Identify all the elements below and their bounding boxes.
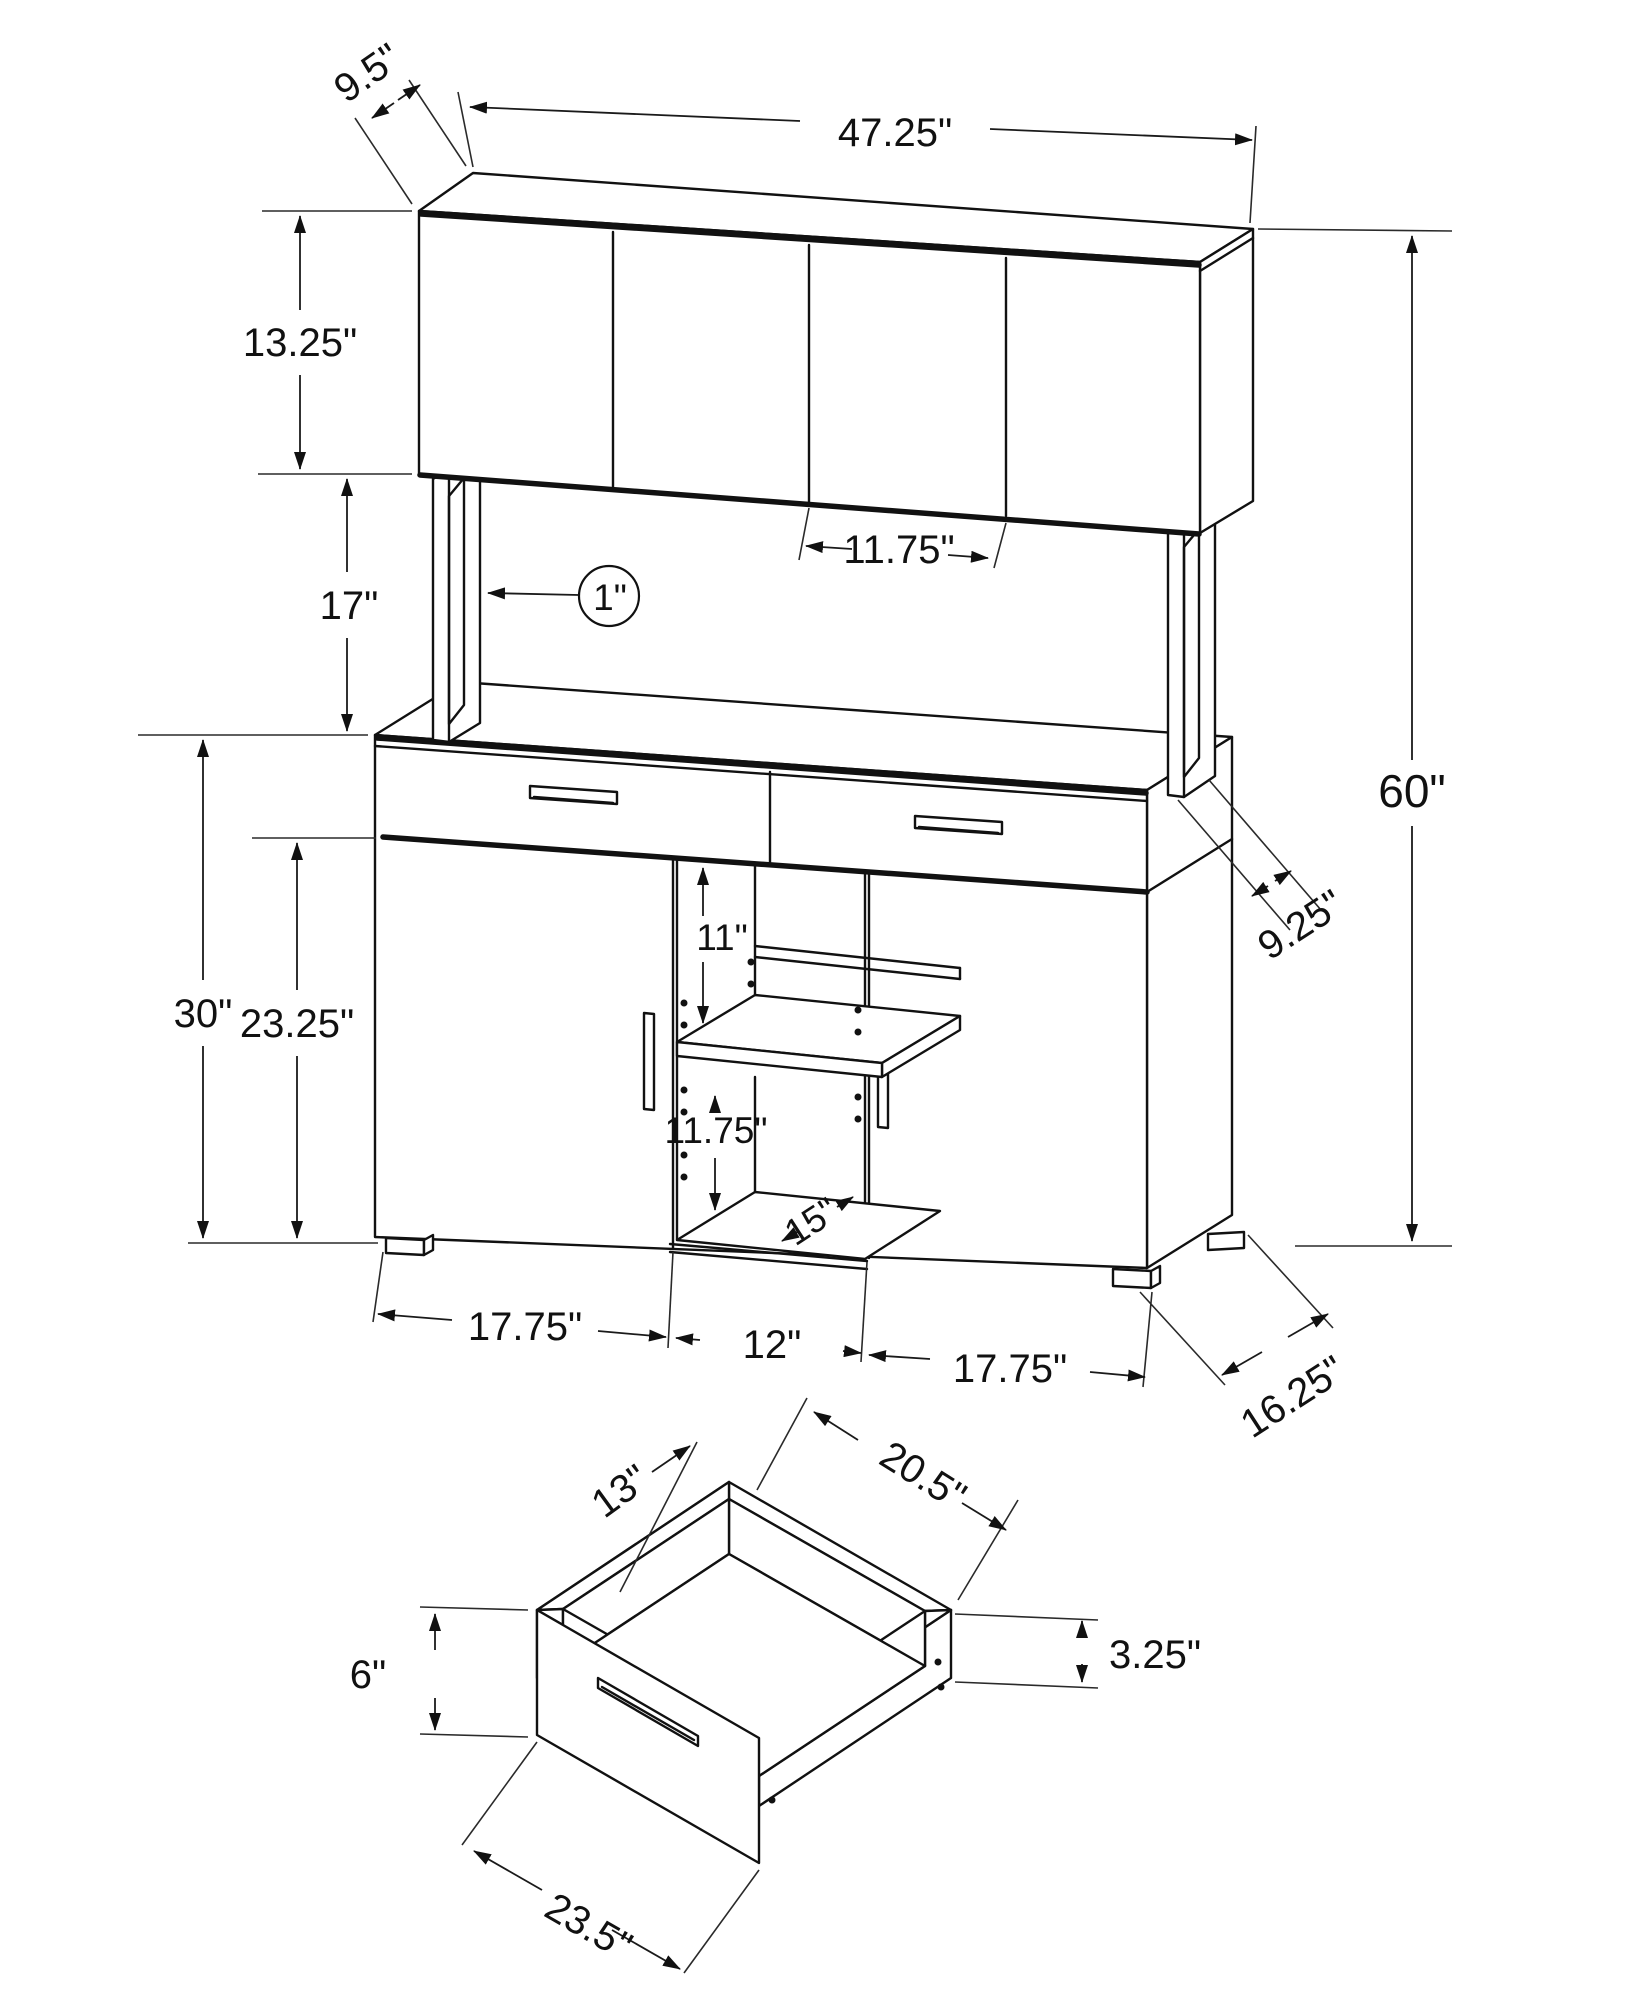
dim-overall-height: 60" — [1257, 228, 1453, 1247]
left-door-handle — [642, 1011, 656, 1112]
dim-left-door-width: 17.75" — [372, 1251, 674, 1349]
dim-door-height: 23.25" — [240, 837, 376, 1239]
label-overall-width: 47.25" — [838, 111, 952, 155]
label-frame-depth: 9.25" — [1250, 882, 1351, 969]
base-cabinet — [373, 680, 1246, 1290]
label-hutch-depth: 9.5" — [326, 35, 408, 111]
label-drawer-front-width: 23.5" — [538, 1885, 640, 1969]
label-base-depth: 16.25" — [1233, 1348, 1353, 1447]
label-hutch-height: 13.25" — [243, 321, 357, 365]
dimension-annotations: 47.25" 9.5" 13.25" 1 — [138, 35, 1453, 1447]
dim-right-door-width: 17.75" — [868, 1291, 1153, 1391]
open-shelf-section — [668, 862, 962, 1271]
hutch-right-side — [1198, 227, 1255, 535]
label-overall-height: 60" — [1378, 765, 1446, 817]
label-drawer-interior-depth: 13" — [584, 1456, 657, 1526]
label-gap-height: 17" — [320, 584, 379, 628]
callout-circle — [577, 564, 641, 628]
dim-drawer-front-height: 6" — [350, 1606, 529, 1738]
label-drawer-front-height: 6" — [350, 1653, 386, 1697]
label-left-door-width: 17.75" — [468, 1305, 582, 1349]
cabinet-feet — [384, 1230, 1246, 1290]
shelf-floor — [675, 1190, 942, 1261]
label-drawer-side-height: 3.25" — [1109, 1633, 1201, 1677]
label-lower-shelf-space: 11.75" — [665, 1110, 768, 1151]
dim-base-height: 30" — [138, 734, 378, 1244]
dim-hutch-depth: 9.5" — [326, 35, 467, 205]
dim-hutch-door-width: 11.75" — [798, 507, 1007, 572]
label-hutch-door-width: 11.75" — [843, 528, 954, 572]
left-frame-window — [447, 476, 466, 726]
credenza-main-view: 47.25" 9.5" 13.25" 1 — [138, 35, 1453, 1447]
label-frame-thickness: 1" — [593, 577, 627, 618]
callout-frame-thickness: 1" — [487, 564, 641, 628]
support-frames — [431, 458, 1217, 799]
drawer-detail-view: 13" 20.5" 6" 3.25" 23.5" — [350, 1397, 1201, 1974]
hutch — [417, 171, 1255, 537]
label-drawer-interior-width: 20.5" — [872, 1433, 973, 1519]
label-upper-shelf-space: 11" — [696, 917, 748, 958]
drawer-front-panel — [535, 1608, 761, 1865]
label-door-height: 23.25" — [240, 1002, 354, 1046]
dim-base-depth: 16.25" — [1139, 1234, 1353, 1447]
label-right-door-width: 17.75" — [953, 1347, 1067, 1391]
dim-drawer-side-height: 3.25" — [954, 1613, 1201, 1689]
label-base-height: 30" — [174, 992, 233, 1036]
dim-center-width: 12" — [675, 1261, 868, 1367]
right-frame-window — [1182, 527, 1201, 779]
label-center-width: 12" — [743, 1323, 802, 1367]
dim-upper-shelf-space: 11" — [696, 867, 748, 1024]
dim-lower-shelf-space: 11.75" — [665, 1095, 768, 1211]
cabinet-right-side — [1145, 735, 1234, 1270]
dim-hutch-height: 13.25" — [243, 210, 412, 475]
dim-gap-height: 17" — [320, 478, 379, 732]
dim-overall-width: 47.25" — [457, 91, 1257, 224]
